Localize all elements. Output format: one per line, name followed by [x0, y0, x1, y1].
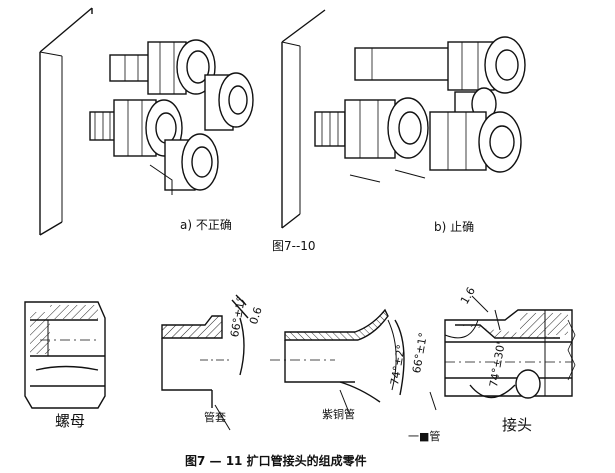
figure-top-caption: 图7--10	[272, 239, 316, 253]
panel-b-label: b) 止确	[434, 220, 475, 234]
sleeve-section	[161, 294, 249, 431]
part-label-union: 接头	[502, 416, 533, 434]
part-label-nut: 螺母	[55, 412, 86, 430]
union-section	[444, 295, 576, 399]
panel-b-drawing	[281, 9, 526, 229]
copper-tube-section	[270, 308, 437, 416]
nut-section	[24, 301, 106, 409]
panel-a-label: a) 不正确	[180, 218, 232, 232]
panel-a-drawing	[39, 7, 254, 236]
part-label-tube-bottom: 一■管	[408, 430, 441, 443]
figure-bottom-caption: 图7 — 11 扩口管接头的组成零件	[185, 454, 367, 468]
part-label-sleeve: 管套	[204, 411, 226, 424]
part-label-copper-tube: 紫铜管	[322, 408, 355, 421]
